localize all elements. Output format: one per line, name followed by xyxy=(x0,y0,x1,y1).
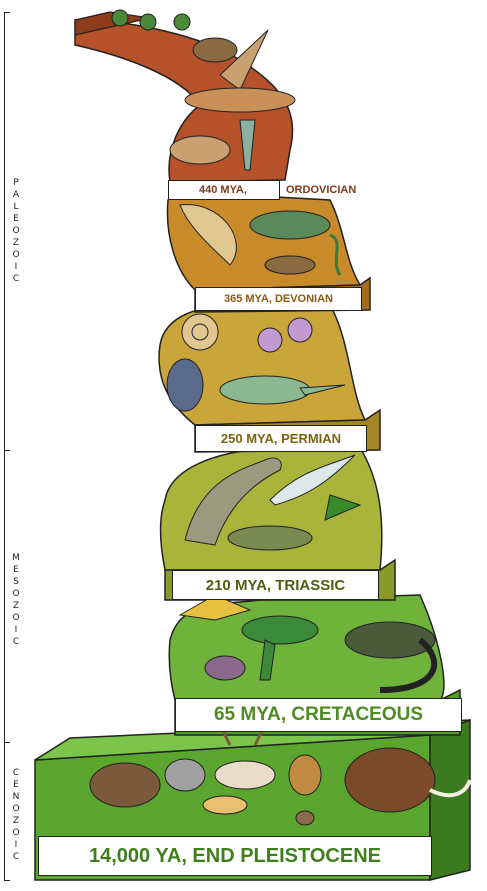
plaque-pleistocene-label: 14,000 YA, END PLEISTOCENE xyxy=(89,845,381,868)
plaque-pleistocene: 14,000 YA, END PLEISTOCENE xyxy=(38,836,432,876)
plaque-ordovician: 440 MYA, xyxy=(168,180,280,200)
plaque-permian-label: 250 MYA, PERMIAN xyxy=(221,431,341,446)
plaque-cretaceous-label: 65 MYA, CRETACEOUS xyxy=(214,704,423,726)
plaque-devonian-label: 365 MYA, DEVONIAN xyxy=(224,293,333,305)
plaque-cretaceous: 65 MYA, CRETACEOUS xyxy=(175,698,462,732)
plaque-triassic: 210 MYA, TRIASSIC xyxy=(172,570,379,600)
plaque-ordovician-date: 440 MYA, xyxy=(199,184,247,196)
plaque-triassic-label: 210 MYA, TRIASSIC xyxy=(206,577,346,594)
plaque-ordovician-name: ORDOVICIAN xyxy=(286,184,356,196)
plaque-permian: 250 MYA, PERMIAN xyxy=(195,425,367,452)
plaque-ordovician-period: ORDOVICIAN xyxy=(286,184,356,196)
plaque-devonian: 365 MYA, DEVONIAN xyxy=(195,287,362,311)
